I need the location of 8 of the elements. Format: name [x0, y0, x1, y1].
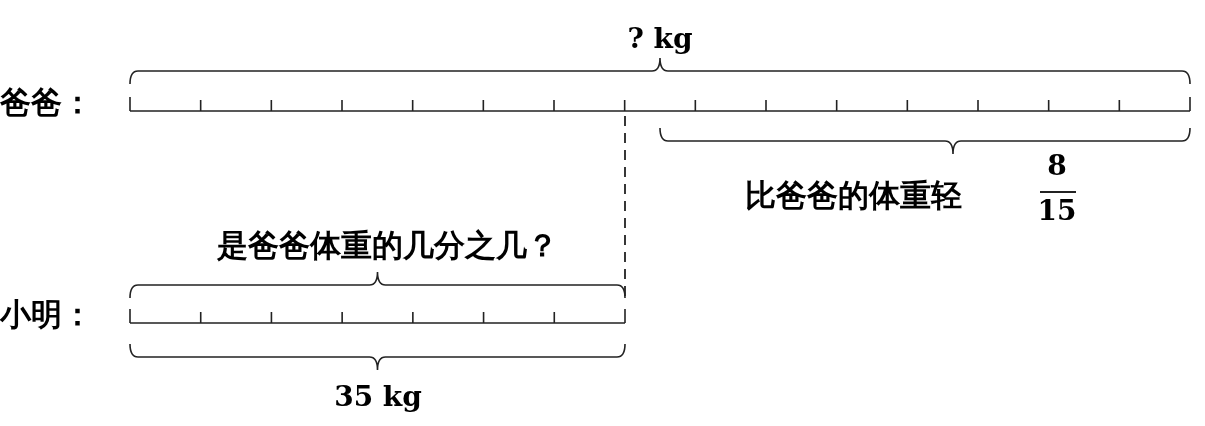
text-label: ? kg [627, 21, 693, 57]
text-label: 比爸爸的体重轻 [745, 176, 962, 215]
row-label: 小明： [0, 295, 93, 334]
row-label: 爸爸： [0, 83, 93, 122]
text-label: 35 kg [334, 379, 422, 415]
text-label: 是爸爸体重的几分之几？ [216, 226, 558, 265]
fraction-denominator: 15 [1037, 197, 1077, 225]
fraction-numerator: 8 [1047, 152, 1067, 180]
